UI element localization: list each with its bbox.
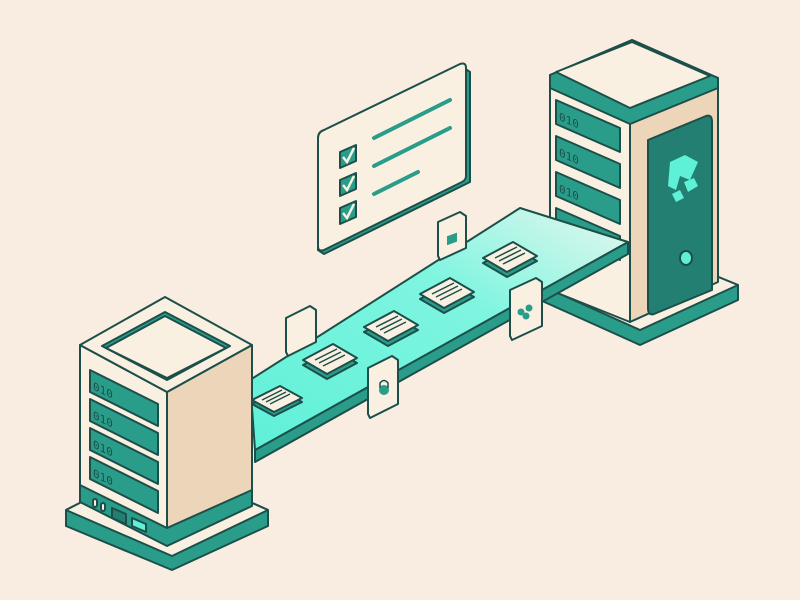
documents: [251, 241, 538, 417]
checklist-line: [372, 98, 452, 140]
cube-logo-icon: [668, 155, 698, 202]
checkbox-checked[interactable]: [339, 172, 357, 197]
document-icon: [482, 241, 538, 278]
rack-slots-left: 010 010 010 010: [89, 369, 159, 514]
front-panel-indicators: [92, 498, 147, 533]
checkbox-checked[interactable]: [339, 200, 357, 225]
checkbox-checked[interactable]: [339, 144, 357, 169]
left-server: 010 010 010 010: [65, 296, 269, 571]
document-icon: [419, 277, 475, 314]
power-button[interactable]: [679, 250, 693, 266]
document-icon: [302, 343, 358, 380]
checklist-panel: [317, 62, 471, 255]
lock-tag-icon: [367, 355, 399, 419]
document-icon: [251, 385, 303, 417]
checklist-line: [372, 126, 452, 168]
lock-tag-icon: [437, 211, 467, 261]
document-icon: [363, 310, 419, 347]
biohazard-tag-icon: [509, 277, 543, 341]
checklist-line: [372, 170, 420, 196]
right-server: 010 010 010: [539, 39, 739, 346]
lock-tag-icon: [285, 305, 317, 357]
